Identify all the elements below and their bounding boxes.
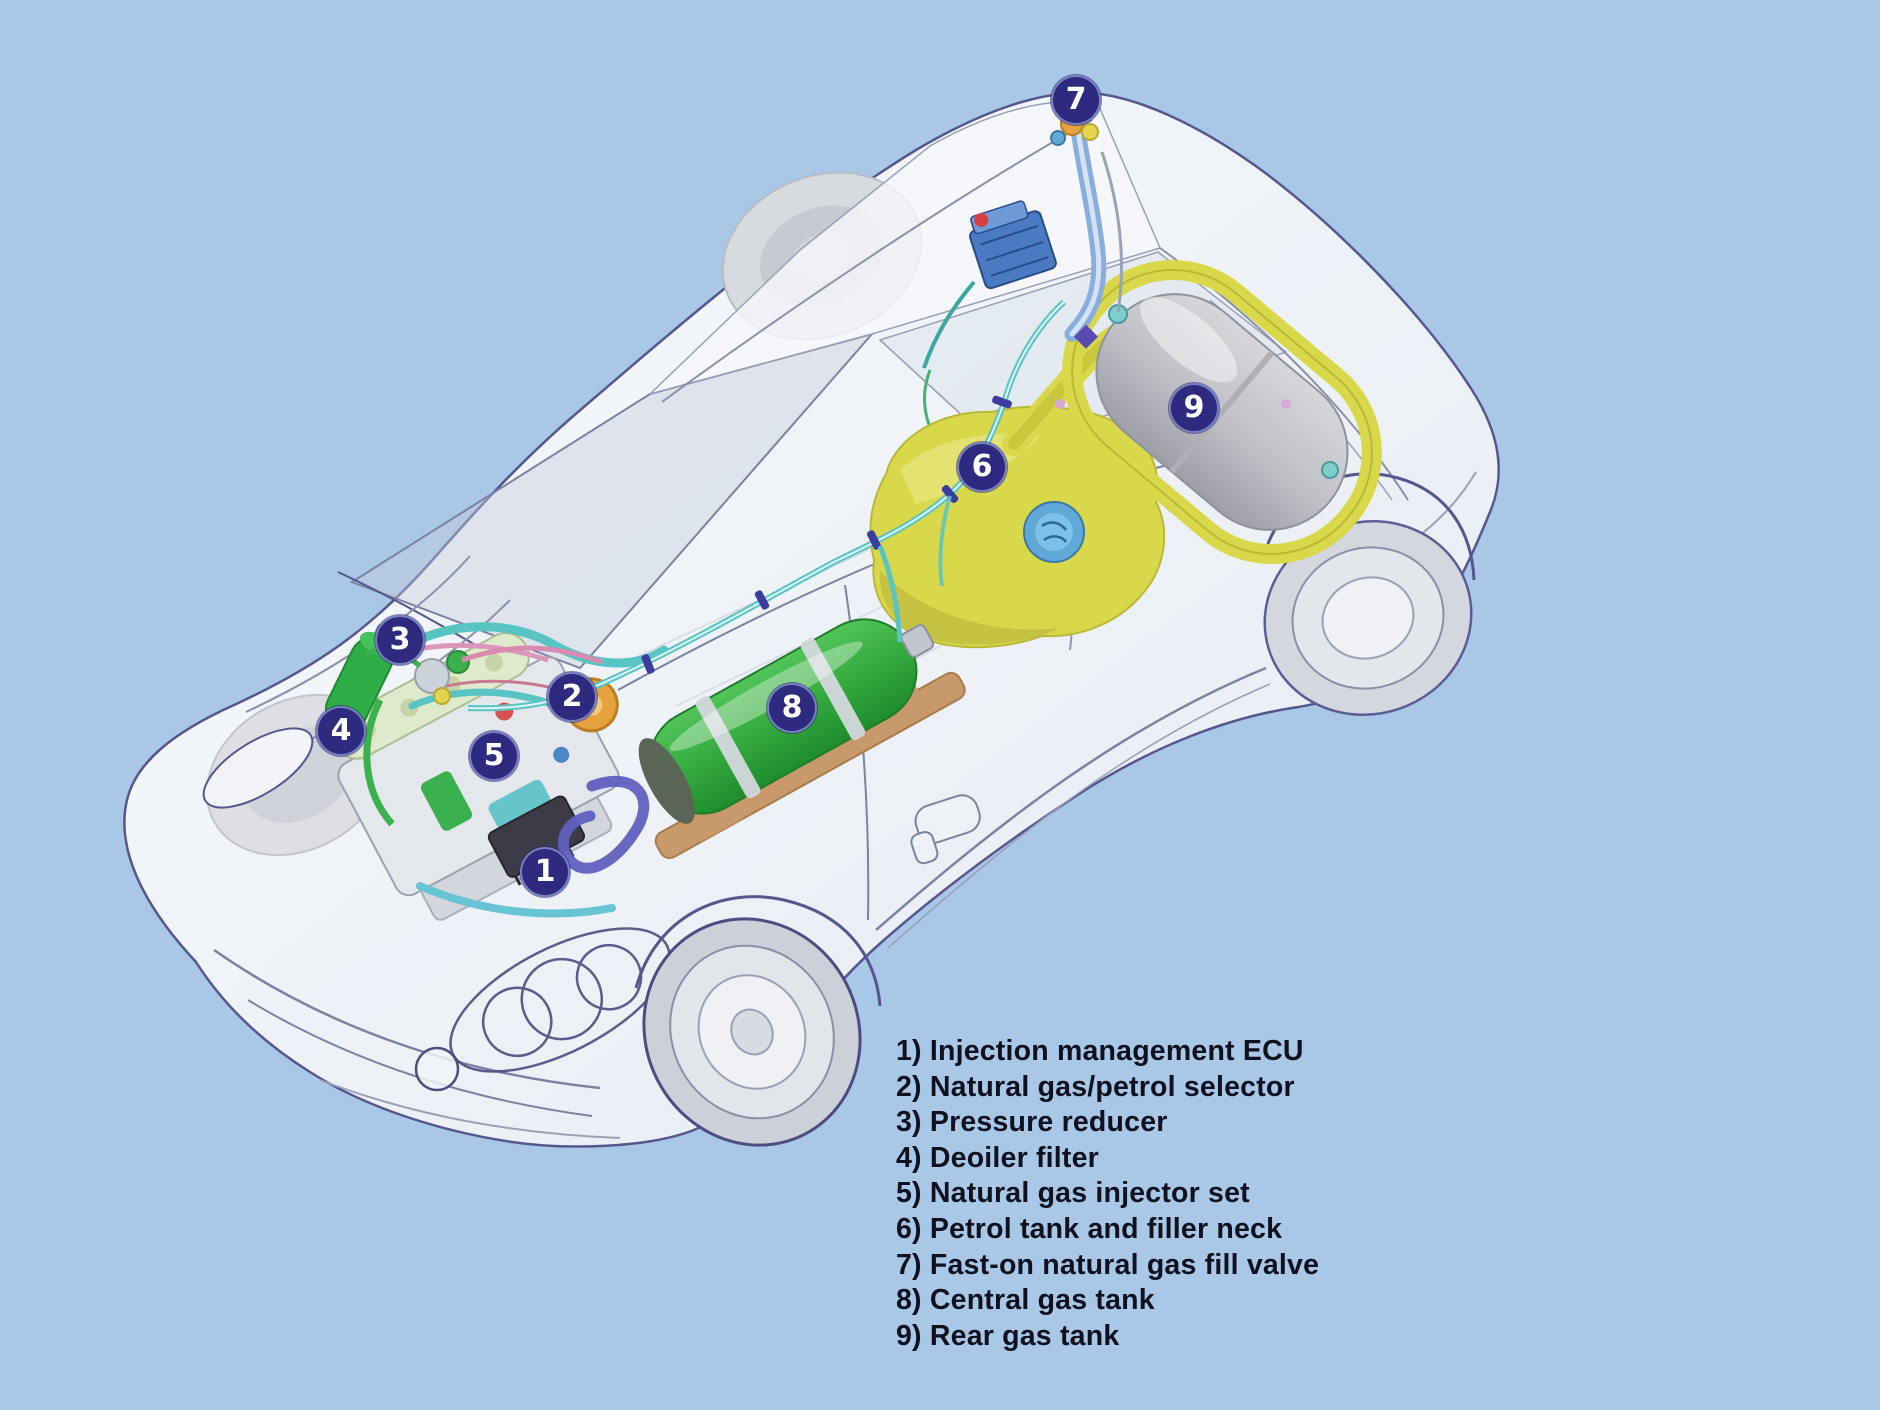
- pressure-reducer: [365, 645, 603, 705]
- side-mirror: [910, 794, 981, 865]
- fog-light: [414, 1046, 460, 1092]
- legend-item-2: 2) Natural gas/petrol selector: [896, 1070, 1295, 1103]
- legend-item-6: 6) Petrol tank and filler neck: [896, 1212, 1283, 1245]
- legend-item-8: 8) Central gas tank: [896, 1284, 1155, 1317]
- front-wheel-arch: [634, 895, 882, 1007]
- legend-item-7: 7) Fast-on natural gas fill valve: [896, 1248, 1320, 1281]
- central-gas-tank: [638, 618, 966, 860]
- front-bumper-lines: [213, 948, 621, 1139]
- battery-wire: [922, 280, 976, 369]
- rear-left-wheel: [1263, 519, 1473, 717]
- rear-battery-box: [969, 200, 1057, 290]
- legend-item-9: 9) Rear gas tank: [896, 1319, 1120, 1352]
- purple-hose: [558, 775, 650, 874]
- legend-item-4: 4) Deoiler filter: [896, 1141, 1099, 1174]
- legend-item-5: 5) Natural gas injector set: [896, 1177, 1250, 1210]
- front-grille: [449, 927, 671, 1073]
- legend-item-1: 1) Injection management ECU: [896, 1035, 1304, 1067]
- legend-item-3: 3) Pressure reducer: [896, 1106, 1168, 1139]
- headlight: [202, 727, 314, 809]
- front-left-wheel: [642, 917, 862, 1147]
